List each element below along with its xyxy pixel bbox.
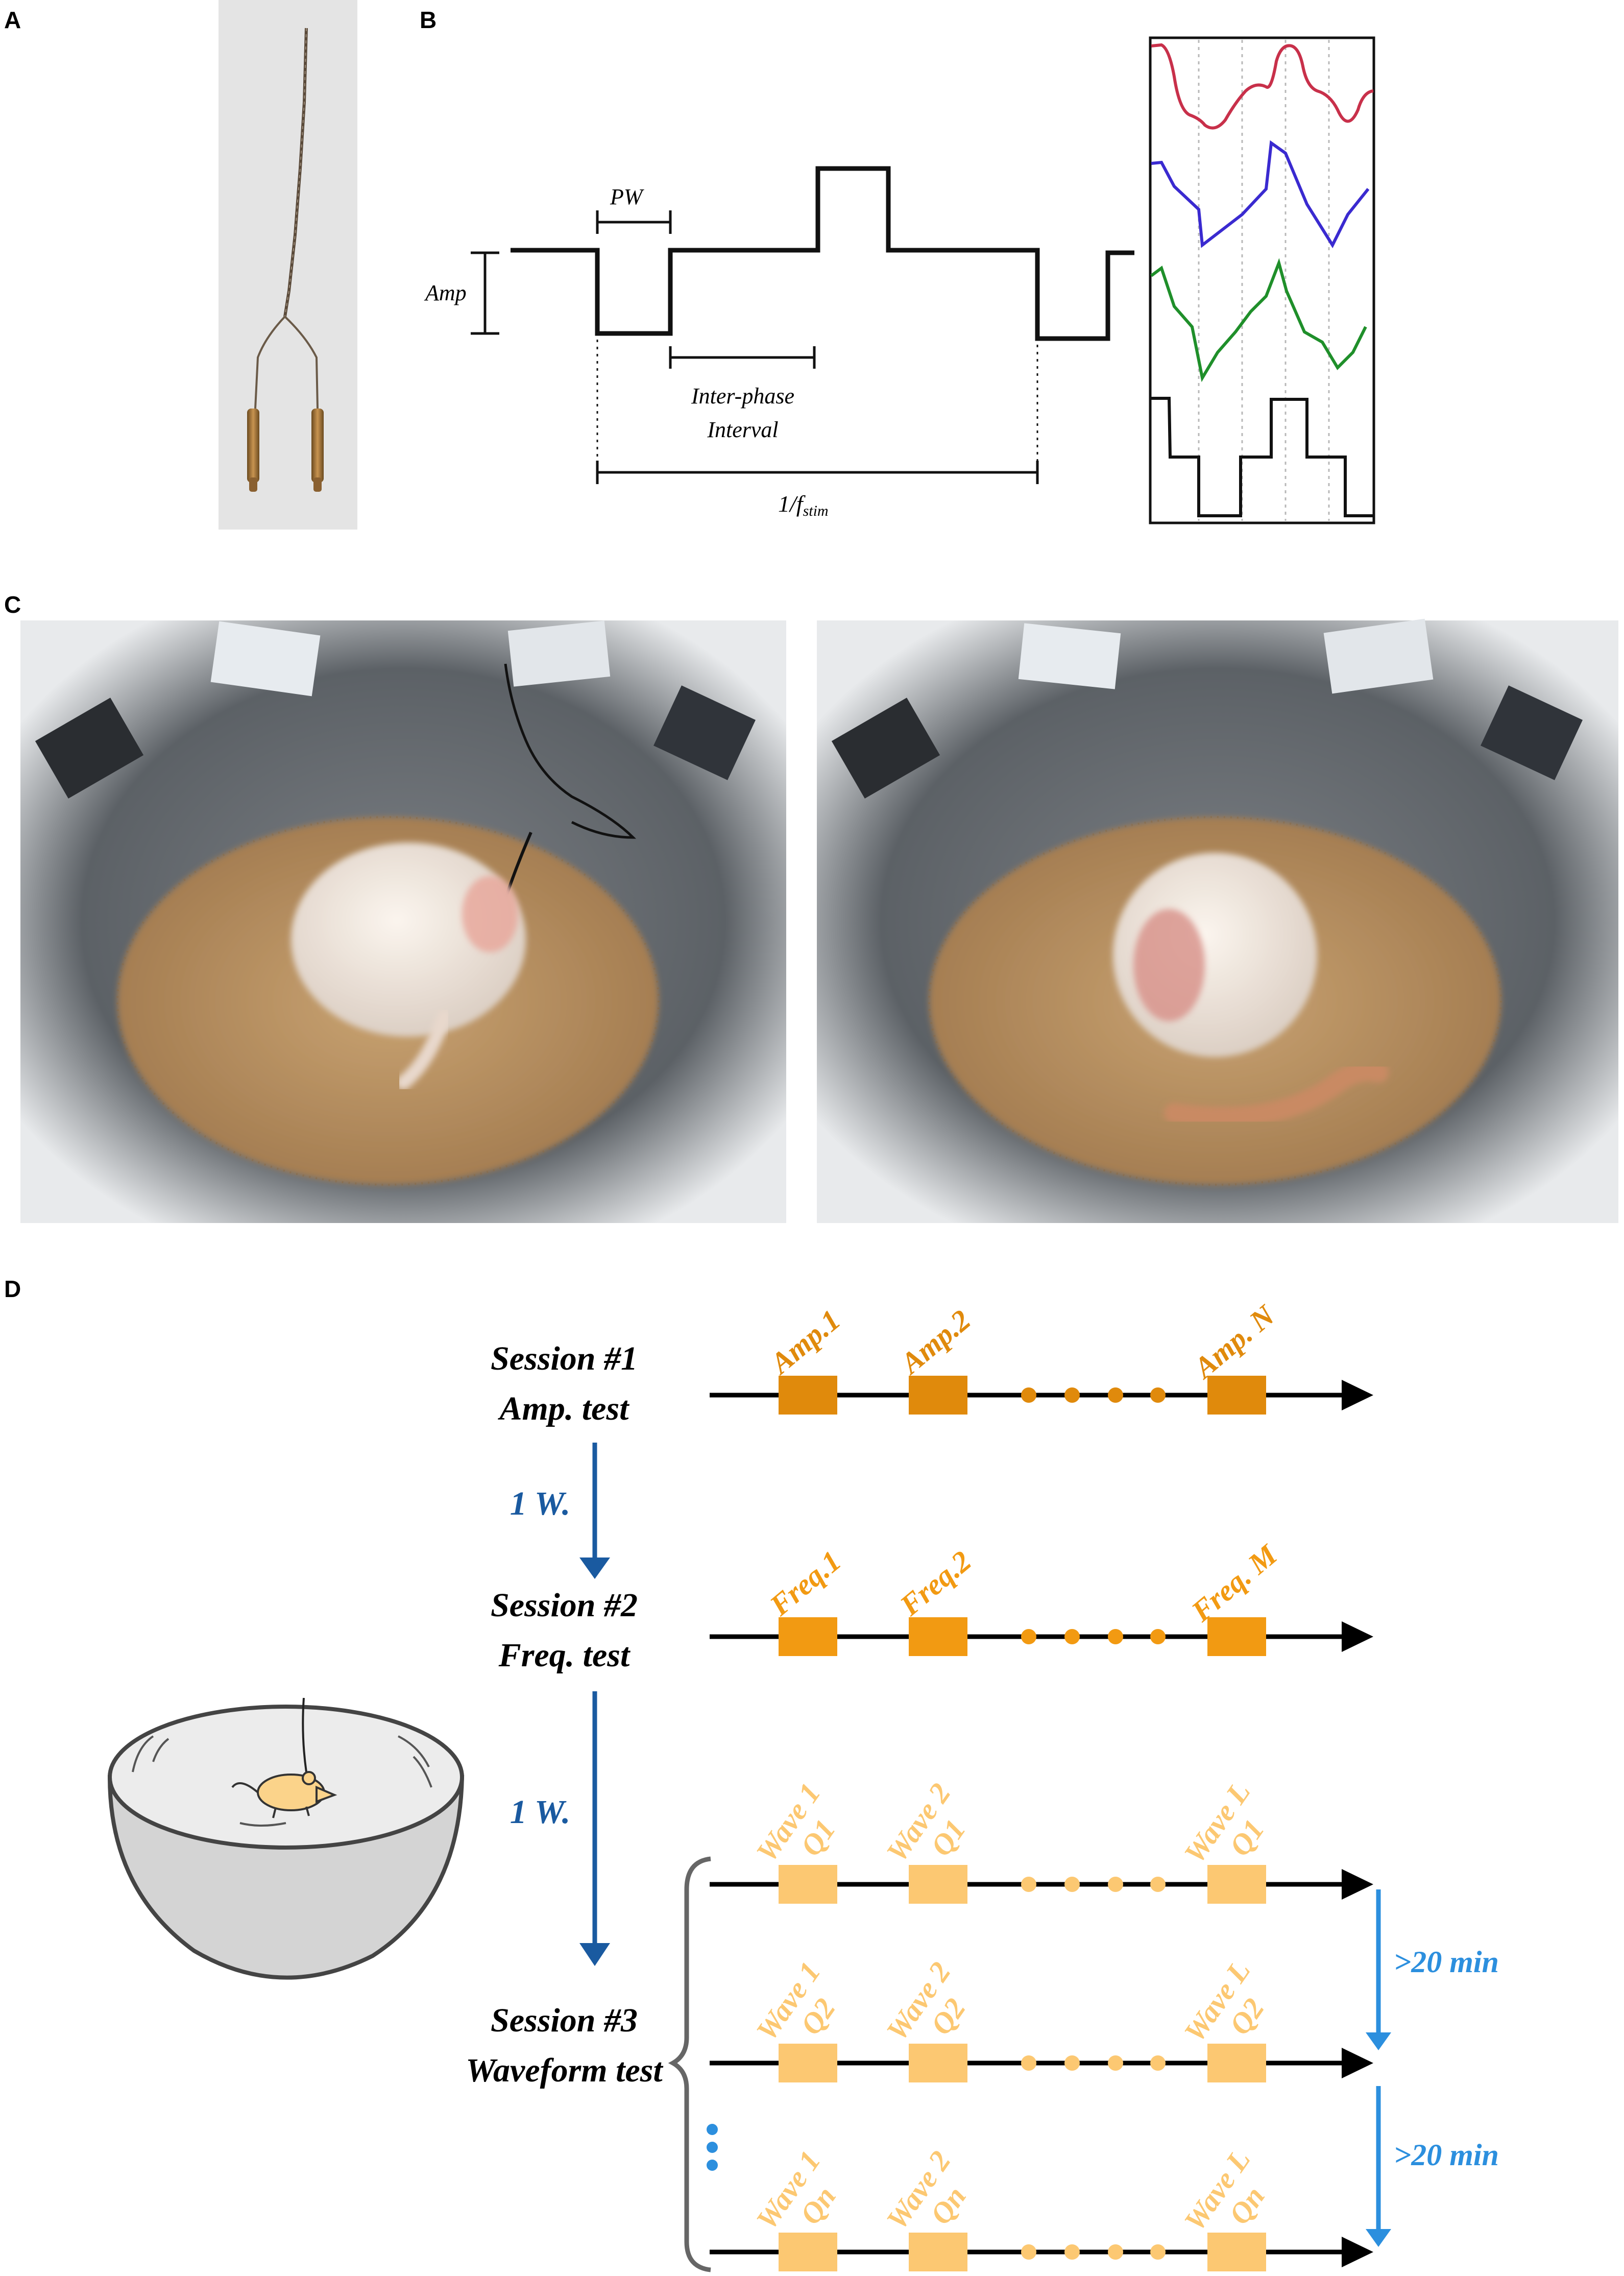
behavior-photo-left xyxy=(20,620,786,1223)
stim-block xyxy=(909,2044,967,2082)
test-label: Amp.2 xyxy=(893,1303,977,1381)
week-arrow-2 xyxy=(579,1691,610,1966)
rest-label-1: >20 min xyxy=(1394,1945,1499,1979)
period-bracket xyxy=(596,461,1039,484)
waveform-blue xyxy=(1151,140,1370,249)
session-timelines: Amp.1 Amp.2 Amp. N Freq.1 Freq.2 Freq. M Wave … xyxy=(710,1298,1373,2271)
session2-subtitle: Freq. test xyxy=(498,1637,631,1674)
stim-block xyxy=(1207,2233,1266,2271)
ellipsis-dot xyxy=(1108,2055,1123,2071)
rest-arrow-1 xyxy=(1366,1889,1391,2050)
stim-block xyxy=(779,1617,837,1656)
ellipsis-dot xyxy=(1064,2055,1080,2071)
session3-subtitle: Waveform test xyxy=(466,2052,663,2089)
test-label: Freq. M xyxy=(1185,1537,1284,1628)
timeline-arrowhead xyxy=(1342,2048,1373,2078)
ellipsis-dot xyxy=(1021,1877,1036,1892)
ellipsis-dot xyxy=(1108,1387,1123,1403)
panel-label-d: D xyxy=(4,1276,21,1302)
session2-title: Session #2 xyxy=(491,1587,638,1624)
ellipsis-dot xyxy=(1150,2055,1166,2071)
ellipsis-dot xyxy=(1150,1629,1166,1644)
stim-block xyxy=(779,2044,837,2082)
ellipsis-dot xyxy=(1064,1629,1080,1644)
test-label: Freq.2 xyxy=(893,1544,978,1622)
waveform-black xyxy=(1151,397,1373,517)
rest-label-2: >20 min xyxy=(1394,2138,1499,2172)
session2-timeline: Freq.1 Freq.2 Freq. M xyxy=(710,1537,1373,1656)
bowl-illustration xyxy=(107,1697,465,1980)
ellipsis-dot xyxy=(1064,1877,1080,1892)
timeline-arrowhead xyxy=(1342,1380,1373,1410)
timeline-arrowhead xyxy=(1342,2237,1373,2267)
interphase-bracket xyxy=(669,346,816,369)
week-arrow-1 xyxy=(579,1443,610,1579)
stim-block xyxy=(779,2233,837,2271)
timeline-arrowhead xyxy=(1342,1621,1373,1652)
stim-block xyxy=(779,1376,837,1415)
stim-block xyxy=(909,1865,967,1904)
electrode-photo xyxy=(219,0,357,530)
ellipsis-dot xyxy=(1108,2244,1123,2260)
test-label: Freq.1 xyxy=(763,1544,847,1622)
session3-title: Session #3 xyxy=(491,2002,638,2039)
amp-label: Amp xyxy=(424,280,467,305)
test-label: Amp.1 xyxy=(763,1303,846,1381)
test-label: Amp. N xyxy=(1186,1298,1281,1385)
interphase-label-line1: Inter-phase xyxy=(691,384,794,409)
behavior-photo-right xyxy=(817,618,1618,1223)
rest-arrow-2 xyxy=(1366,2086,1391,2247)
session1-timeline: Amp.1 Amp.2 Amp. N xyxy=(710,1298,1373,1415)
ellipsis-dot xyxy=(1150,2244,1166,2260)
ellipsis-dot xyxy=(1021,2244,1036,2260)
ellipsis-dot xyxy=(1021,1387,1036,1403)
waveform-red xyxy=(1151,43,1374,130)
ellipsis-dot xyxy=(1150,1387,1166,1403)
timeline-arrowhead xyxy=(1342,1869,1373,1900)
stimulus-waveform-diagram: PW Amp Inter-phase Interval 1/fstim xyxy=(424,166,1134,519)
ellipsis-dot xyxy=(1064,2244,1080,2260)
period-label: 1/fstim xyxy=(778,491,829,519)
session1-subtitle: Amp. test xyxy=(497,1390,629,1427)
week-gap-label-1: 1 W. xyxy=(510,1485,571,1522)
panel-label-c: C xyxy=(4,591,21,618)
session1-title: Session #1 xyxy=(491,1340,638,1377)
amp-bracket xyxy=(471,251,499,335)
stim-block xyxy=(909,2233,967,2271)
ellipsis-dot xyxy=(1021,2055,1036,2071)
waveform-examples-box xyxy=(1149,36,1375,524)
interphase-label-line2: Interval xyxy=(707,417,778,442)
ellipsis-dot xyxy=(1108,1877,1123,1892)
mouse-icon xyxy=(231,1771,337,1818)
more-repeats-ellipsis xyxy=(707,2124,718,2171)
stim-block xyxy=(909,1617,967,1656)
session3-brace xyxy=(668,1856,711,2272)
pw-label: PW xyxy=(610,184,644,209)
week-gap-label-2: 1 W. xyxy=(510,1793,571,1831)
stim-block xyxy=(1207,2044,1266,2082)
panel-label-b: B xyxy=(420,7,437,33)
ellipsis-dot xyxy=(1150,1877,1166,1892)
stim-block xyxy=(1207,1865,1266,1904)
ellipsis-dot xyxy=(1021,1629,1036,1644)
stim-block xyxy=(779,1865,837,1904)
pw-bracket xyxy=(596,210,672,234)
stim-block xyxy=(909,1376,967,1415)
ellipsis-dot xyxy=(1064,1387,1080,1403)
stim-block xyxy=(1207,1617,1266,1656)
panel-label-a: A xyxy=(4,7,21,33)
ellipsis-dot xyxy=(1108,1629,1123,1644)
waveform-green xyxy=(1150,258,1367,382)
biphasic-pulse-trace xyxy=(511,166,1134,341)
stim-block xyxy=(1207,1376,1266,1415)
